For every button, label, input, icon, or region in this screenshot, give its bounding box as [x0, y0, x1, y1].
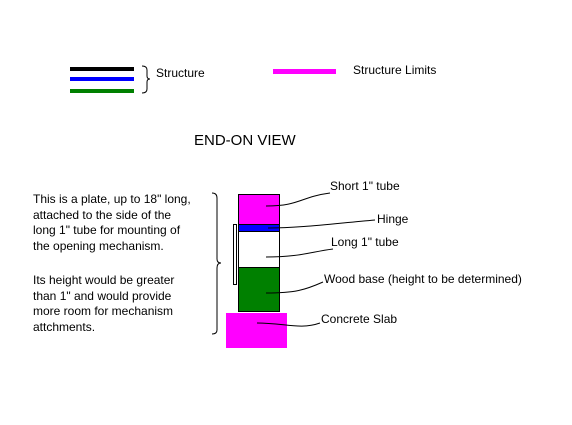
callout-long-tube: Long 1" tube — [331, 235, 399, 249]
concrete-slab — [226, 313, 287, 348]
callout-concrete-slab: Concrete Slab — [321, 312, 398, 326]
legend-brace — [141, 65, 151, 94]
legend-structure-label: Structure — [156, 66, 205, 80]
diagram-title: END-ON VIEW — [194, 132, 296, 149]
leader-long-tube — [265, 248, 334, 258]
legend-structure-limits-label: Structure Limits — [353, 63, 437, 77]
legend-blue-line — [70, 77, 134, 81]
plate-note: This is a plate, up to 18" long, attache… — [33, 192, 191, 253]
legend-limits-line — [273, 69, 336, 74]
callout-wood-base: Wood base (height to be determined) — [324, 272, 522, 286]
legend-green-line — [70, 89, 134, 93]
callout-hinge: Hinge — [377, 212, 409, 226]
wood-base — [238, 267, 280, 312]
leader-hinge — [267, 219, 376, 229]
long-tube — [238, 231, 280, 268]
side-plate — [233, 224, 237, 285]
short-tube — [238, 194, 280, 225]
callout-short-tube: Short 1" tube — [330, 179, 400, 193]
leader-short-tube — [265, 192, 331, 207]
height-note: Its height would be greater than 1" and … — [33, 273, 175, 334]
legend-black-line — [70, 67, 134, 71]
leader-wood-base — [265, 281, 324, 294]
notes-brace — [211, 192, 222, 335]
leader-concrete-slab — [256, 322, 321, 327]
